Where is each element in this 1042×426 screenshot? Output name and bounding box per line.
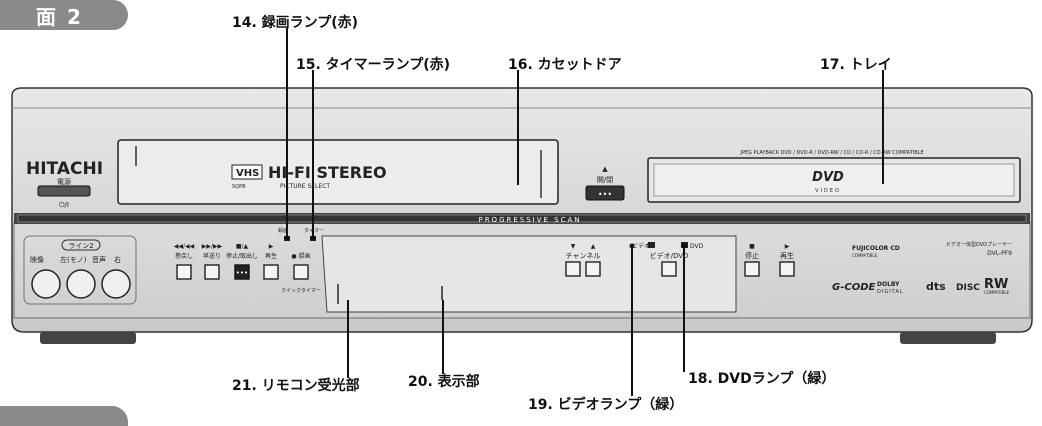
- channel-down-arrow: ▼: [571, 243, 576, 250]
- fast-forward-label: 早送り: [203, 252, 221, 260]
- rec-lamp-label: 録画: [278, 227, 288, 234]
- input-jack-panel: [23, 235, 137, 305]
- section-tab: 面 2: [0, 0, 128, 30]
- svg-text:•••: •••: [598, 190, 612, 199]
- dolby-logo: DOLBY: [877, 281, 900, 288]
- fujicolor-logo: FUJICOLOR CD: [852, 245, 900, 252]
- quick-timer-label: クイックタイマー: [281, 287, 321, 294]
- rw-logo: RW: [984, 277, 1008, 292]
- channel-label: チャンネル: [566, 252, 601, 260]
- channel-down-button: [565, 261, 581, 277]
- leader-lines: [286, 28, 884, 396]
- callout-remote-sensor: 21. リモコン受光部: [232, 378, 360, 394]
- rewind-symbol: ◀◀/◀◀: [174, 243, 195, 250]
- cassette-door: [117, 139, 559, 205]
- callout-tray: 17. トレイ: [820, 57, 892, 73]
- callout-video-lamp: 19. ビデオランプ（緑）: [528, 397, 684, 413]
- fast-forward-button: [204, 264, 220, 280]
- video-dvd-label: ビデオ/DVD: [650, 251, 689, 260]
- line2-label: ライン2: [68, 242, 93, 250]
- open-close-button: [585, 185, 625, 201]
- fujicolor-compatible: COMPATIBLE: [852, 253, 878, 258]
- audio-right-jack: [101, 269, 131, 299]
- record-label: ● 録画: [291, 252, 310, 260]
- sqpb-label: SQPB: [232, 184, 246, 190]
- open-close-label: 開/閉: [597, 176, 613, 184]
- power-label: 電源: [57, 177, 71, 186]
- callout-display: 20. 表示部: [408, 374, 480, 390]
- stop-eject-button: [234, 264, 250, 280]
- foot-left: [40, 332, 136, 344]
- vcr-play-symbol: ▶: [269, 243, 274, 250]
- stop-eject-symbol: ■/▲: [236, 243, 249, 250]
- callout-timer-lamp: 15. タイマーランプ(赤): [296, 57, 451, 73]
- rw-compatible: COMPATIBLE: [984, 290, 1010, 295]
- dvd-play-label: 再生: [780, 251, 794, 260]
- callout-cassette-door: 16. カセットドア: [508, 57, 622, 73]
- input-label-video: 映像: [30, 255, 44, 264]
- video-lamp-label: ビデオ: [632, 242, 650, 250]
- input-label-right: 右: [114, 255, 121, 264]
- power-symbol: ⏻/I: [59, 201, 69, 209]
- dts-logo: dts: [926, 280, 946, 293]
- dolby-digital-text: DIGITAL: [877, 289, 904, 295]
- input-label-left: 左(モノ): [60, 255, 87, 264]
- open-close-symbol: ▲: [602, 165, 608, 173]
- model-description: ビデオ一体型DVDプレーヤー: [946, 241, 1012, 248]
- video-jack: [31, 269, 61, 299]
- dvd-video-logo: VIDEO: [815, 188, 841, 194]
- channel-up-arrow: ▲: [591, 243, 596, 250]
- stop-eject-label: 停止/取出し: [226, 252, 258, 260]
- vcr-dvd-front-panel: ••• ••• HITACHI 電源 ⏻/I VHS: [11, 28, 1033, 396]
- progressive-scan-label: PROGRESSIVE SCAN: [478, 216, 581, 224]
- dvd-play-symbol: ▶: [785, 243, 790, 250]
- brand-logo: HITACHI: [26, 159, 103, 179]
- dvd-play-button: [779, 261, 795, 277]
- audio-left-jack: [66, 269, 96, 299]
- picture-select-label: PICTURE SELECT: [280, 183, 330, 190]
- callout-rec-lamp: 14. 録画ランプ(赤): [232, 15, 359, 31]
- power-button: [37, 185, 91, 197]
- channel-up-button: [585, 261, 601, 277]
- fast-forward-symbol: ▶▶/▶▶: [202, 243, 223, 250]
- timer-lamp-label: タイマー: [304, 227, 324, 234]
- rewind-button: [176, 264, 192, 280]
- dvd-stop-label: 停止: [745, 251, 759, 260]
- dvd-stop-symbol: ■: [749, 243, 755, 250]
- input-label-audio: 音声: [92, 255, 106, 264]
- vcr-play-button: [263, 264, 279, 280]
- record-button: [293, 264, 309, 280]
- gcode-logo: G-CODE: [832, 282, 875, 293]
- svg-text:•••: •••: [236, 269, 248, 277]
- video-lamp: [648, 242, 655, 248]
- vhs-logo: VHS: [236, 168, 259, 179]
- dvd-lamp-label: DVD: [690, 243, 704, 250]
- model-number: DVL-PF9: [987, 250, 1012, 257]
- compact-disc-logo: DISC: [956, 283, 980, 293]
- dvd-stop-button: [744, 261, 760, 277]
- jpeg-compat-text: JPEG PLAYBACK DVD / DVD-R / DVD-RW / CD …: [739, 150, 923, 156]
- rewind-label: 巻戻し: [175, 252, 193, 260]
- video-dvd-button: [661, 261, 677, 277]
- callout-dvd-lamp: 18. DVDランプ（緑）: [688, 371, 836, 387]
- dvd-logo: DVD: [812, 170, 844, 185]
- vcr-play-label: 再生: [265, 252, 277, 260]
- hifi-stereo-logo: HI-FI STEREO: [268, 163, 387, 182]
- foot-right: [900, 332, 996, 344]
